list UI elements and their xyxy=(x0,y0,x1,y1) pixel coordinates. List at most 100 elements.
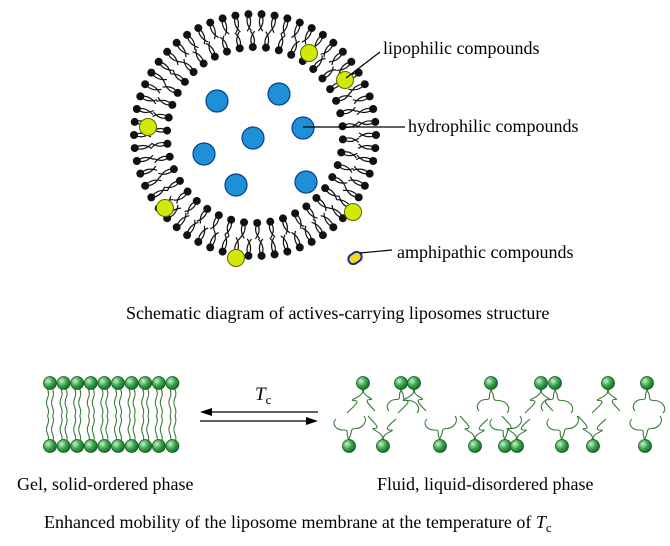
phospholipid-icon xyxy=(348,80,369,94)
phospholipid-icon xyxy=(163,47,182,66)
phospholipid-icon xyxy=(130,143,153,153)
phospholipid-icon xyxy=(152,111,173,122)
phospholipid-icon xyxy=(301,24,316,45)
amphipathic-leader-line xyxy=(359,249,393,254)
fluid-phospholipid-icon xyxy=(346,376,376,414)
phospholipid-icon xyxy=(136,92,158,105)
phospholipid-icon xyxy=(280,234,292,256)
fluid-phase-label: Fluid, liquid-disordered phase xyxy=(377,474,593,494)
phospholipid-icon xyxy=(206,230,219,252)
lipophilic-leader-line xyxy=(345,51,381,79)
phospholipid-icon xyxy=(196,204,212,224)
fluid-phospholipid-icon xyxy=(591,376,621,414)
phospholipid-icon xyxy=(342,186,363,202)
lipophilic-compound-icon xyxy=(227,249,245,267)
phospholipid-icon xyxy=(173,187,192,204)
gel-phospholipid-icon xyxy=(138,376,153,453)
fluid-phase-bilayer xyxy=(333,376,666,453)
phospholipid-icon xyxy=(231,11,241,34)
phospholipid-icon xyxy=(287,39,301,59)
phospholipid-icon xyxy=(312,194,330,212)
phospholipid-icon xyxy=(205,41,219,61)
phospholipid-icon xyxy=(274,34,286,55)
phospholipid-icon xyxy=(321,184,340,200)
fluid-phospholipid-icon xyxy=(397,376,427,414)
phospholipid-icon xyxy=(311,219,327,240)
phospholipid-icon xyxy=(218,14,230,36)
gel-phospholipid-icon xyxy=(43,376,57,453)
fluid-phospholipid-icon xyxy=(501,415,531,453)
lipophilic-compound-icon xyxy=(300,44,318,62)
phospholipid-icon xyxy=(150,139,172,148)
phospholipid-icon xyxy=(136,165,158,178)
phospholipid-icon xyxy=(147,186,168,202)
lipophilic-compound-icon xyxy=(139,118,157,136)
phospholipid-icon xyxy=(348,176,369,190)
callout-lines xyxy=(303,51,405,254)
phospholipid-icon xyxy=(248,30,257,52)
phospholipid-icon xyxy=(352,165,374,178)
phospholipid-icon xyxy=(147,68,168,84)
phospholipid-icon xyxy=(355,104,378,116)
amphipathic-compound-icon xyxy=(347,250,363,266)
phospholipid-icon xyxy=(337,148,358,159)
phospholipid-icon xyxy=(269,11,279,34)
phospholipid-icon xyxy=(253,218,262,240)
fluid-phospholipid-icon xyxy=(632,376,666,414)
fluid-phospholipid-icon xyxy=(546,415,579,453)
phospholipid-icon xyxy=(165,176,184,192)
phospholipid-icon xyxy=(194,24,209,45)
phospholipid-icon xyxy=(257,10,266,32)
lipophilic-label: lipophilic compounds xyxy=(383,38,540,58)
gel-phospholipid-icon xyxy=(97,376,112,453)
phospholipid-icon xyxy=(141,80,162,94)
phospholipid-icon xyxy=(279,214,291,235)
phospholipid-icon xyxy=(234,31,244,53)
fluid-phospholipid-icon xyxy=(367,415,397,453)
phospholipid-icon xyxy=(309,55,326,74)
lipophilic-compound-icon xyxy=(156,199,174,217)
phospholipid-icon xyxy=(244,238,253,260)
phospholipid-icon xyxy=(218,234,230,256)
phospholipid-icon xyxy=(170,70,189,86)
phospholipid-icon xyxy=(352,92,374,105)
phospholipid-icon xyxy=(209,211,223,231)
inner-lipid-leaflet xyxy=(150,30,360,240)
phospholipid-icon xyxy=(357,143,380,153)
phospholipid-icon xyxy=(244,10,253,32)
phospholipid-icon xyxy=(261,31,271,52)
phospholipid-icon xyxy=(320,38,338,58)
hydrophilic-compound-icon xyxy=(224,173,248,197)
hydrophilic-compound-icon xyxy=(192,142,216,166)
gel-phospholipid-icon xyxy=(151,376,166,453)
phospholipid-icon xyxy=(219,35,231,56)
phospholipid-icon xyxy=(162,83,182,97)
phospholipid-icon xyxy=(336,57,356,74)
gel-phospholipid-icon xyxy=(56,376,71,453)
phospholipid-icon xyxy=(266,217,276,239)
gel-phospholipid-icon xyxy=(83,376,98,453)
phospholipid-icon xyxy=(338,122,360,131)
fluid-phospholipid-icon xyxy=(386,376,420,414)
hydrophilic-compound-icon xyxy=(291,116,315,140)
membrane-caption: Enhanced mobility of the liposome membra… xyxy=(44,512,552,535)
phospholipid-icon xyxy=(192,49,208,68)
phospholipid-icon xyxy=(224,215,236,236)
fluid-phospholipid-icon xyxy=(577,415,607,453)
phospholipid-icon xyxy=(355,154,378,166)
phospholipid-icon xyxy=(172,212,190,232)
phospholipid-icon xyxy=(301,225,316,246)
phospholipid-icon xyxy=(183,219,199,240)
transition-temperature-label: Tc xyxy=(255,384,272,407)
phospholipid-icon xyxy=(158,165,178,178)
hydrophilic-compound-icon xyxy=(267,82,291,106)
outer-lipid-leaflet xyxy=(130,10,380,260)
phospholipid-icon xyxy=(328,47,347,66)
phospholipid-icon xyxy=(357,117,380,127)
fluid-phospholipid-icon xyxy=(629,415,662,453)
gel-phospholipid-icon xyxy=(70,376,85,453)
phospholipid-icon xyxy=(358,131,380,139)
phospholipid-icon xyxy=(141,176,162,190)
gel-phospholipid-icon xyxy=(124,376,139,453)
phospholipid-icon xyxy=(180,58,198,76)
